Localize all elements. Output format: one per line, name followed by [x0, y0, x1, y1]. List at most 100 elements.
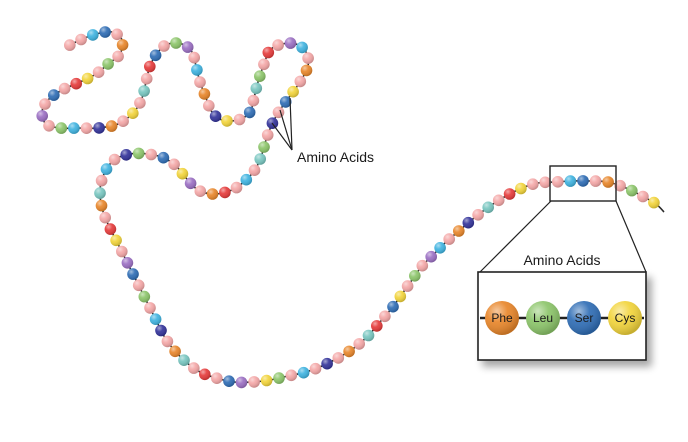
amino-acid-bead-shine	[577, 175, 589, 187]
inset-amino-acid-ser: Ser	[567, 301, 601, 335]
amino-acid-bead-shine	[48, 89, 60, 101]
amino-acid-bead-shine	[188, 362, 200, 374]
amino-acid-bead-shine	[99, 26, 111, 38]
amino-acid-bead-shine	[223, 375, 235, 388]
amino-acid-bead-shine	[199, 368, 211, 381]
amino-acid-bead-shine	[209, 110, 222, 122]
inset-bead-shine	[485, 301, 519, 335]
amino-acid-bead-shine	[95, 174, 108, 187]
amino-acid-bead-shine	[117, 115, 129, 127]
amino-acid-bead-shine	[58, 82, 71, 95]
amino-acid-bead-shine	[127, 268, 139, 280]
callout-label: Amino Acids	[297, 149, 374, 165]
amino-acid-bead-shine	[181, 41, 194, 53]
amino-acid-bead-shine	[297, 366, 310, 379]
amino-acid-bead-shine	[120, 149, 132, 161]
amino-acid-bead-shine	[95, 199, 108, 212]
amino-acid-bead-shine	[194, 76, 206, 88]
callout-line	[289, 97, 293, 151]
amino-acid-bead-shine	[169, 345, 181, 358]
amino-acid-bead-shine	[235, 376, 248, 389]
amino-acid-bead-shine	[387, 300, 399, 313]
amino-acid-bead-shine	[482, 201, 495, 214]
amino-acid-bead-shine	[503, 188, 516, 200]
amino-acid-bead-shine	[564, 175, 577, 187]
amino-acid-bead-shine	[111, 28, 123, 41]
amino-acid-bead-shine	[132, 279, 145, 292]
amino-acid-bead-shine	[75, 33, 87, 46]
amino-acid-bead-shine	[309, 362, 322, 375]
amino-acid-bead-shine	[250, 82, 263, 95]
amino-acid-bead-shine	[425, 250, 438, 263]
amino-acid-bead-shine	[253, 70, 266, 82]
amino-acid-bead-shine	[64, 39, 76, 51]
amino-acid-bead-shine	[626, 184, 638, 197]
amino-acid-bead-shine	[219, 186, 231, 199]
amino-acid-bead-shine	[116, 245, 128, 258]
amino-acid-bead-shine	[36, 110, 48, 122]
amino-acid-bead-shine	[176, 167, 189, 180]
amino-acid-bead-shine	[492, 194, 505, 207]
amino-acid-bead-shine	[462, 216, 475, 229]
amino-acid-bead-shine	[92, 66, 105, 78]
amino-acid-bead-shine	[198, 88, 211, 100]
amino-acid-bead-shine	[178, 354, 190, 367]
amino-acid-bead-shine	[401, 280, 414, 292]
amino-acid-bead-shine	[602, 176, 614, 188]
amino-acid-bead-shine	[144, 302, 156, 314]
amino-acid-bead-shine	[188, 51, 200, 64]
amino-acid-bead-shine	[138, 290, 151, 303]
amino-acid-bead-shine	[261, 129, 274, 141]
amino-acid-bead-shine	[637, 190, 649, 203]
amino-acid-bead-shine	[87, 29, 99, 41]
amino-acid-bead-shine	[104, 223, 117, 235]
amino-acid-bead-shine	[110, 234, 122, 247]
amino-acid-bead-shine	[121, 257, 134, 269]
amino-acid-bead-shine	[116, 39, 129, 51]
amino-acid-bead-shine	[279, 96, 292, 108]
amino-acid-bead-shine	[434, 242, 446, 254]
amino-acid-bead-shine	[99, 211, 111, 224]
amino-acid-bead-shine	[80, 122, 93, 134]
amino-acid-bead-shine	[285, 369, 298, 382]
callout-line	[271, 122, 293, 151]
amino-acid-bead-shine	[102, 58, 114, 70]
amino-acid-bead-shine	[539, 176, 551, 189]
inset-bead-label: Ser	[575, 311, 594, 325]
amino-acid-bead-shine	[302, 52, 314, 64]
amino-acid-bead-shine	[127, 107, 139, 119]
amino-acid-bead-shine	[211, 372, 223, 385]
inset-bead-shine	[567, 301, 601, 335]
amino-acid-bead-shine	[353, 338, 366, 350]
amino-acid-bead-shine	[254, 153, 266, 165]
inset-bead-label: Leu	[533, 311, 553, 325]
selection-box	[549, 165, 617, 202]
amino-acid-bead-shine	[262, 46, 275, 59]
amino-acid-bead-shine	[614, 179, 626, 192]
amino-acid-bead-shine	[527, 178, 539, 190]
amino-acid-bead-shine	[132, 147, 145, 160]
inset-amino-acid-leu: Leu	[526, 301, 560, 335]
amino-acid-bead-shine	[284, 37, 297, 49]
amino-acid-bead-shine	[158, 40, 170, 52]
amino-acid-bead-shine	[589, 175, 602, 187]
amino-acid-bead-shine	[343, 345, 355, 358]
amino-acid-bead-shine	[68, 122, 80, 134]
amino-acid-bead-shine	[138, 85, 150, 97]
amino-acid-bead-shine	[296, 41, 308, 54]
amino-acid-bead-shine	[260, 374, 273, 387]
inset-bead-label: Phe	[491, 311, 513, 325]
amino-acid-bead-shine	[258, 58, 270, 71]
amino-acid-bead-shine	[206, 188, 219, 200]
amino-acid-bead-shine	[157, 151, 170, 164]
inset-bead-label: Cys	[615, 311, 636, 325]
amino-acid-bead-shine	[184, 177, 197, 190]
amino-acid-bead-shine	[321, 357, 333, 370]
amino-acid-bead-shine	[294, 75, 307, 88]
amino-acid-bead-shine	[416, 259, 429, 272]
chain-beads	[36, 26, 660, 389]
amino-acid-bead-shine	[472, 209, 484, 221]
amino-acid-bead-shine	[170, 37, 182, 49]
amino-acid-bead-shine	[93, 122, 105, 134]
